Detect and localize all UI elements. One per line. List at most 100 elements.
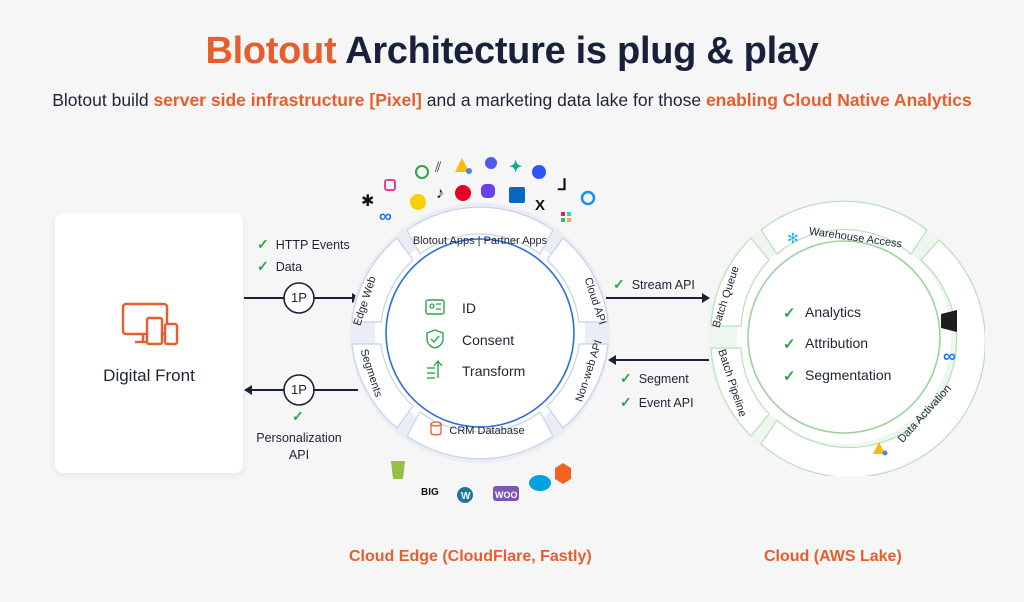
cloud-diagram: Warehouse Access Batch Queue Batch Pipel… xyxy=(707,200,985,476)
badge-1p-bottom-label: 1P xyxy=(291,382,307,397)
segment-warehouse-access xyxy=(760,200,928,255)
cloud-core-segmentation: Segmentation xyxy=(805,367,891,383)
check-icon: ✓ xyxy=(292,408,304,424)
digital-front-label: Digital Front xyxy=(103,366,195,385)
google-ads-icon xyxy=(455,158,472,174)
transform-icon xyxy=(427,359,443,379)
badge-1p-top xyxy=(283,282,315,314)
check-icon: ✓ xyxy=(783,336,796,353)
segment-label-bottom: CRM Database xyxy=(449,425,524,437)
check-label: HTTP Events xyxy=(275,238,350,252)
check-label: Stream API xyxy=(631,278,695,292)
check-icon: ✓ xyxy=(257,258,269,274)
check-event-api: ✓ Event API xyxy=(620,394,694,411)
page-title: Blotout Architecture is plug & play xyxy=(0,30,1024,73)
arrowhead xyxy=(608,355,616,365)
shape-icon xyxy=(384,179,396,191)
x-icon: X xyxy=(535,197,545,214)
core-label-consent: Consent xyxy=(462,332,514,348)
badge-1p-bottom xyxy=(283,374,315,406)
check-icon: ✓ xyxy=(783,305,796,322)
klaviyo-icon: ✦ xyxy=(509,159,522,176)
snowflake-icon: ✱ xyxy=(361,193,374,210)
meta-icon: ∞ xyxy=(943,346,956,366)
svg-text:∞: ∞ xyxy=(379,206,392,226)
partner-logos-top: ✱ ∞ ♪ ⫽ ✦ X ⅃ xyxy=(361,157,596,226)
svg-text:X: X xyxy=(535,197,545,214)
svg-text:✱: ✱ xyxy=(361,193,374,210)
magento-icon xyxy=(555,463,571,484)
snowflake-icon: ✻ xyxy=(787,230,799,246)
svg-text:♪: ♪ xyxy=(436,185,444,202)
yahoo-icon xyxy=(532,165,546,179)
salesforce-icon xyxy=(529,475,551,491)
check-segment: ✓ Segment xyxy=(620,370,689,387)
check-icon: ✓ xyxy=(613,276,625,292)
segment-edge-web xyxy=(351,237,414,323)
devices-icon xyxy=(121,302,179,346)
middle-arrows xyxy=(606,293,710,365)
check-label: Segment xyxy=(638,372,689,386)
svg-text:⫽: ⫽ xyxy=(434,159,442,175)
svg-text:W: W xyxy=(461,491,471,502)
svg-text:✦: ✦ xyxy=(509,159,522,176)
cloud-core-analytics: Analytics xyxy=(805,304,861,320)
check-icon: ✓ xyxy=(257,236,269,252)
circle-icon xyxy=(415,165,429,179)
check-icon: ✓ xyxy=(620,370,632,386)
cloud-core-circle xyxy=(747,240,941,434)
svg-text:BIG: BIG xyxy=(421,487,439,498)
google-ads-icon xyxy=(873,442,888,456)
wordpress-icon: W xyxy=(457,487,473,503)
dark-tile-icon xyxy=(941,310,957,332)
cloud-core-attribution: Attribution xyxy=(805,335,868,351)
meta-icon: ∞ xyxy=(379,206,392,226)
subtitle-highlight-2: enabling Cloud Native Analytics xyxy=(705,90,972,110)
svg-text:∞: ∞ xyxy=(943,346,956,366)
subtitle-pre: Blotout build xyxy=(52,90,154,110)
blue-dot-icon xyxy=(485,157,497,169)
segment-crm-database xyxy=(406,411,554,460)
title-brand: Blotout xyxy=(205,30,337,72)
check-stream-api: ✓ Stream API xyxy=(613,276,695,293)
edge-core-circle xyxy=(385,238,575,428)
refresh-icon xyxy=(580,190,596,206)
segment-data-activation xyxy=(760,239,985,476)
api-label: API xyxy=(288,448,310,462)
segment-non-web-api xyxy=(546,343,609,429)
check-data: ✓ Data xyxy=(257,258,302,275)
woocommerce-icon: WOO xyxy=(493,486,519,501)
shopify-icon xyxy=(391,461,405,479)
check-label: Data xyxy=(275,260,303,274)
stripes-icon: ⫽ xyxy=(434,159,442,175)
subtitle-mid: and a marketing data lake for those xyxy=(421,90,706,110)
left-arrows xyxy=(244,282,360,406)
segment-segments xyxy=(351,343,414,429)
check-icon: ✓ xyxy=(620,394,632,410)
partner-logos-bottom: BIG W WOO xyxy=(391,461,571,503)
core-label-transform: Transform xyxy=(462,363,525,379)
page-subtitle: Blotout build server side infrastructure… xyxy=(0,90,1024,111)
segment-blotout-apps xyxy=(406,206,554,255)
svg-text:WOO: WOO xyxy=(495,490,518,500)
segment-batch-queue xyxy=(710,237,770,327)
subtitle-highlight-1: server side infrastructure [Pixel] xyxy=(153,90,422,110)
svg-text:⅃: ⅃ xyxy=(557,177,567,194)
title-rest: Architecture is plug & play xyxy=(336,30,819,72)
linkedin-icon xyxy=(509,187,525,203)
one-icon: ⅃ xyxy=(557,177,567,194)
check-http-events: ✓ HTTP Events xyxy=(257,236,350,253)
arrowhead xyxy=(702,293,710,303)
bigcommerce-icon: BIG xyxy=(421,487,439,498)
badge-1p-top-label: 1P xyxy=(291,290,307,305)
shield-check-icon xyxy=(426,329,444,349)
pinterest-icon xyxy=(455,185,471,201)
segment-cloud-api xyxy=(546,237,609,323)
check-label: Event API xyxy=(638,396,694,410)
cloud-caption: Cloud (AWS Lake) xyxy=(764,548,902,565)
slack-icon xyxy=(561,212,571,222)
twitch-icon xyxy=(481,184,495,198)
svg-text:✻: ✻ xyxy=(787,230,799,246)
arrowhead xyxy=(244,385,252,395)
cloud-edge-caption: Cloud Edge (CloudFlare, Fastly) xyxy=(349,548,592,565)
